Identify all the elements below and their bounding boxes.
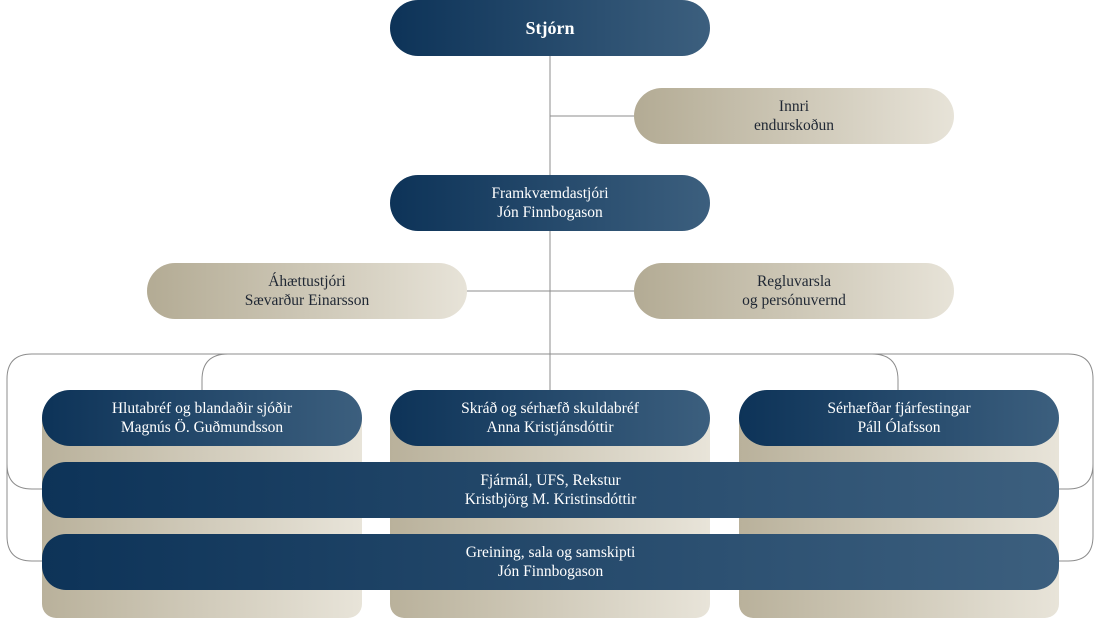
risk-name: Sævarður Einarsson <box>244 292 370 309</box>
ceo-role: Framkvæmdastjóri <box>491 185 609 202</box>
alternatives-dept: Sérhæfðar fjárfestingar <box>827 400 971 417</box>
equities-head: Magnús Ö. Guðmundsson <box>120 419 284 436</box>
internal-audit-line1: Innri <box>778 98 810 115</box>
risk-role: Áhættustjóri <box>268 273 346 290</box>
internal-audit-node[interactable]: Innri endurskoðun <box>634 88 954 144</box>
finance-bracket <box>6 353 1094 490</box>
compliance-line2: og persónuvernd <box>742 292 846 309</box>
ceo-name: Jón Finnbogason <box>497 204 603 221</box>
board-title: Stjórn <box>525 17 575 38</box>
analysis-head: Jón Finnbogason <box>497 563 604 580</box>
equities-node[interactable]: Hlutabréf og blandaðir sjóðir Magnús Ö. … <box>42 390 362 446</box>
finance-head: Kristbjörg M. Kristinsdóttir <box>464 491 637 508</box>
bonds-head: Anna Kristjánsdóttir <box>486 419 614 436</box>
ceo-node[interactable]: Framkvæmdastjóri Jón Finnbogason <box>390 175 710 231</box>
alternatives-node[interactable]: Sérhæfðar fjárfestingar Páll Ólafsson <box>739 390 1059 446</box>
bonds-node[interactable]: Skráð og sérhæfð skuldabréf Anna Kristjá… <box>390 390 710 446</box>
analysis-node[interactable]: Greining, sala og samskipti Jón Finnboga… <box>42 534 1059 590</box>
finance-node[interactable]: Fjármál, UFS, Rekstur Kristbjörg M. Kris… <box>42 462 1059 518</box>
analysis-dept: Greining, sala og samskipti <box>465 544 636 561</box>
risk-officer-node[interactable]: Áhættustjóri Sævarður Einarsson <box>147 263 467 319</box>
bonds-dept: Skráð og sérhæfð skuldabréf <box>461 400 639 417</box>
finance-dept: Fjármál, UFS, Rekstur <box>480 472 621 489</box>
analysis-bracket <box>6 379 1094 562</box>
equities-dept: Hlutabréf og blandaðir sjóðir <box>111 400 293 417</box>
alternatives-head: Páll Ólafsson <box>857 419 941 436</box>
board-node[interactable]: Stjórn <box>390 0 710 56</box>
compliance-line1: Regluvarsla <box>756 273 832 290</box>
compliance-node[interactable]: Regluvarsla og persónuvernd <box>634 263 954 319</box>
internal-audit-line2: endurskoðun <box>753 117 835 134</box>
